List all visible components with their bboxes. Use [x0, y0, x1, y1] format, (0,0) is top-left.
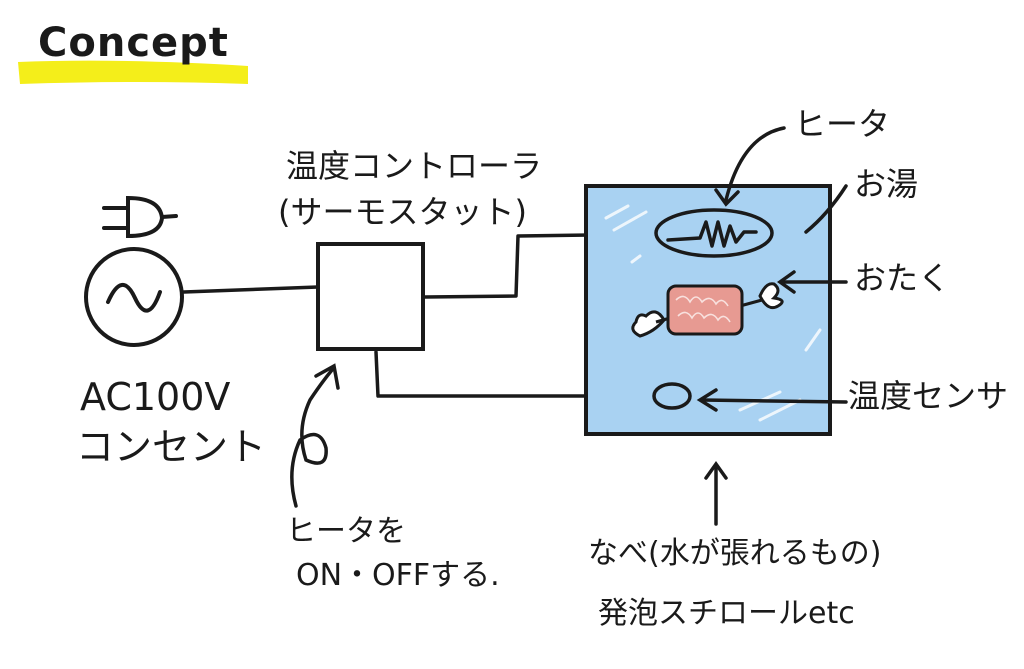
title-highlight	[18, 60, 248, 84]
switch-label-line1: ヒータを	[286, 514, 406, 549]
arrow-otaku	[776, 270, 848, 294]
controller-box	[316, 242, 425, 351]
sensor-label: 温度センサ	[848, 377, 1009, 415]
arrow-pot	[704, 460, 728, 526]
pot-label-line1: なべ(水が張れるもの)	[588, 536, 882, 571]
thermostat-label-line2: (サーモスタット)	[278, 193, 527, 231]
heater-coil-icon	[654, 208, 774, 258]
switch-label-line2: ON・OFFする.	[296, 558, 500, 593]
wire-ac-controller	[182, 285, 320, 294]
outlet-label-line1: AC100V	[80, 375, 231, 419]
water-highlights	[604, 204, 822, 422]
sensor-icon	[652, 382, 692, 410]
meat-icon	[631, 282, 784, 338]
page-title: Concept	[38, 20, 229, 66]
pot-box	[584, 184, 832, 436]
ac-source-icon	[84, 247, 184, 347]
heater-label: ヒータ	[794, 105, 891, 143]
switch-arrow-icon	[290, 363, 340, 508]
plug-icon	[102, 195, 178, 239]
otaku-label: おたく	[854, 259, 951, 297]
wire-controller-sensor	[374, 350, 656, 398]
arrow-hot-water	[804, 184, 848, 234]
outlet-label-line2: コンセント	[76, 425, 267, 469]
thermostat-label-line1: 温度コントローラ	[286, 147, 543, 185]
pot-label-line2: 発泡スチロールetc	[598, 596, 855, 631]
hot-water-label: お湯	[854, 165, 919, 203]
arrow-sensor	[696, 388, 848, 412]
arrow-heater	[714, 126, 786, 207]
